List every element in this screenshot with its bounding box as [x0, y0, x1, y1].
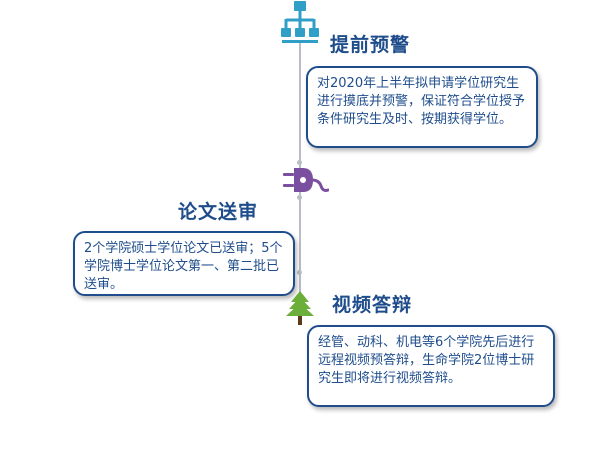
tree-icon: [286, 291, 314, 325]
timeline-dot: [297, 195, 302, 200]
plug-icon: [283, 168, 329, 192]
stage-card-defense: 经管、动科、机电等6个学院先后进行远程视频预答辩，生命学院2位博士研究生即将进行…: [307, 325, 555, 407]
stage-title-review: 论文送审: [178, 201, 259, 223]
stage-card-warning: 对2020年上半年拟申请学位研究生进行摸底并预警，保证符合学位授予条件研究生及时…: [306, 66, 538, 148]
timeline-dot: [297, 270, 302, 275]
stage-title-warning: 提前预警: [330, 34, 411, 56]
stage-title-defense: 视频答辩: [332, 294, 413, 316]
hierarchy-icon: [281, 1, 319, 43]
timeline-dot: [297, 160, 302, 165]
stage-card-review: 2个学院硕士学位论文已送审；5个学院博士学位论文第一、第二批已送审。: [73, 231, 295, 296]
